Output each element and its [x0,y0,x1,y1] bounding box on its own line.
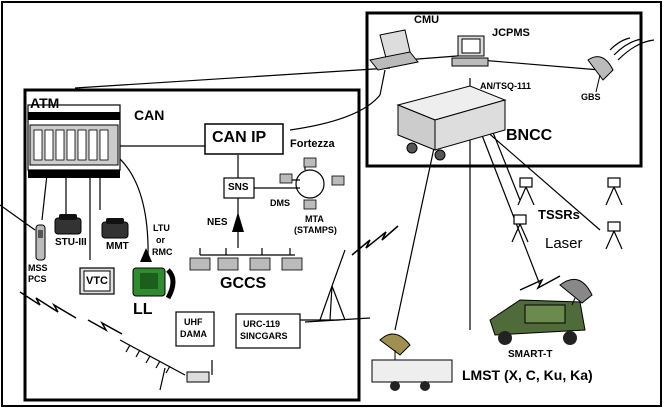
urc-119-box [235,313,301,349]
can-label: CAN [134,107,165,123]
lmst-trailer-icon [371,333,453,391]
tssr-tripods-icon [511,177,623,250]
nes-label: NES [207,217,228,228]
can-ip-box [204,123,284,155]
mmt-label: MMT [106,241,129,252]
ltu-label: LTU [153,223,170,233]
ltu-triangle [140,248,152,262]
gbs-label: GBS [581,92,601,102]
atm-switch-rack [27,104,121,178]
dms-label: DMS [270,198,290,208]
rmc-label: RMC [152,247,173,257]
urc-119-label: URC-119 [243,319,281,329]
dama-label: DAMA [180,329,207,339]
laser-label: Laser [545,235,583,252]
modem-icon [186,371,210,383]
sns-label: SNS [228,182,249,193]
gbs-dish-icon [587,37,655,93]
or-label: or [156,235,165,245]
gccs-computers [189,257,303,271]
vtc-monitor-icon [79,267,115,295]
stamps-label: (STAMPS) [294,225,337,235]
uhf-label: UHF [184,317,203,327]
an-tsq-111-shelter-icon [396,85,507,161]
ring-computers [279,157,345,210]
cmu-laptop-icon [369,29,419,71]
tssrs-label: TSSRs [538,207,580,222]
fortezza-label: Fortezza [290,138,335,150]
mta-label: MTA [305,214,324,224]
sincgars-label: SINCGARS [240,331,288,341]
uhf-dama-box [175,311,215,347]
vtc-label: VTC [86,275,108,287]
stu-iii-phone-icon [54,214,82,235]
mmt-phone-icon [101,218,129,239]
bncc-label: BNCC [506,127,553,144]
atm-label: ATM [30,95,60,111]
ll-phone-icon [132,267,176,300]
pcs-label: PCS [28,274,47,284]
an-tsq-111-label: AN/TSQ-111 [480,81,532,91]
fortezza-ring [295,169,325,199]
cmu-label: CMU [414,14,440,26]
lightning-icon [19,225,561,335]
gccs-label: GCCS [220,275,267,292]
ll-label: LL [133,301,153,318]
can-box [23,88,361,402]
lmst-label: LMST (X, C, Ku, Ka) [462,367,593,383]
smart-t-label: SMART-T [508,349,553,360]
jcpms-label: JCPMS [492,27,530,39]
mss-label: MSS [28,263,48,273]
stu-iii-label: STU-III [55,237,87,248]
bncc-box [365,11,643,168]
can-ip-label: CAN IP [212,129,267,146]
mss-pcs-phone-icon [35,224,46,261]
tripod-antenna-icon [319,249,346,321]
smart-t-humvee-icon [489,278,593,345]
uhf-antenna-icon [119,339,186,391]
nes-triangle [232,212,244,232]
sns-box [223,177,255,199]
jcpms-desktop-icon [451,35,489,67]
